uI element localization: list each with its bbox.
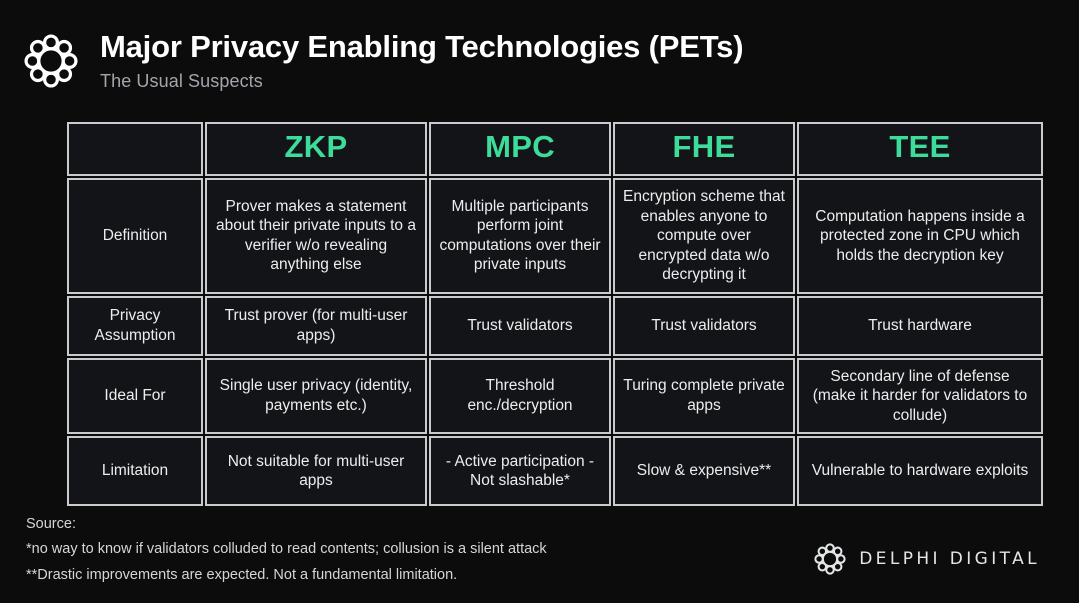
column-header-fhe: FHE — [613, 122, 795, 176]
cell-privacy-zkp: Trust prover (for multi-user apps) — [205, 295, 427, 356]
source-notes: Source: *no way to know if validators co… — [26, 512, 547, 588]
corner-cell — [67, 122, 203, 176]
row-label-privacy-assumption: Privacy Assumption — [67, 295, 203, 356]
cell-ideal-zkp: Single user privacy (identity, payments … — [205, 357, 427, 435]
page-header: Major Privacy Enabling Technologies (PET… — [0, 0, 1079, 110]
row-label-definition: Definition — [67, 178, 203, 294]
page-subtitle: The Usual Suspects — [100, 70, 263, 91]
cell-ideal-tee: Secondary line of defense (make it harde… — [797, 357, 1043, 435]
cell-limitation-mpc: - Active participation - Not slashable* — [429, 436, 611, 507]
footnote-single-asterisk: *no way to know if validators colluded t… — [26, 541, 547, 558]
page-title: Major Privacy Enabling Technologies (PET… — [100, 29, 744, 64]
cell-privacy-tee: Trust hardware — [797, 295, 1043, 356]
column-header-mpc: MPC — [429, 122, 611, 176]
cell-privacy-fhe: Trust validators — [613, 295, 795, 356]
cell-limitation-fhe: Slow & expensive** — [613, 436, 795, 507]
source-label: Source: — [26, 516, 76, 532]
cell-definition-fhe: Encryption scheme that enables anyone to… — [613, 178, 795, 294]
table-row: Ideal For Single user privacy (identity,… — [67, 357, 1043, 435]
table-row: Privacy Assumption Trust prover (for mul… — [67, 295, 1043, 356]
delphi-digital-wordmark: DELPHI DIGITAL — [859, 549, 1040, 570]
row-label-ideal-for: Ideal For — [67, 357, 203, 435]
row-label-limitation: Limitation — [67, 436, 203, 507]
cell-limitation-zkp: Not suitable for multi-user apps — [205, 436, 427, 507]
cell-ideal-mpc: Threshold enc./decryption — [429, 357, 611, 435]
table-header-row: ZKP MPC FHE TEE — [67, 122, 1043, 176]
cell-definition-mpc: Multiple participants perform joint comp… — [429, 178, 611, 294]
delphi-digital-brand: DELPHI DIGITAL — [813, 542, 1040, 576]
cell-definition-tee: Computation happens inside a protected z… — [797, 178, 1043, 294]
delphi-ring-logo-icon — [813, 542, 847, 576]
delphi-ring-logo-icon — [22, 32, 80, 90]
column-header-tee: TEE — [797, 122, 1043, 176]
column-header-zkp: ZKP — [205, 122, 427, 176]
cell-limitation-tee: Vulnerable to hardware exploits — [797, 436, 1043, 507]
table-row: Limitation Not suitable for multi-user a… — [67, 436, 1043, 507]
pets-comparison-table: ZKP MPC FHE TEE Definition Prover makes … — [65, 120, 1043, 508]
page-footer: Source: *no way to know if validators co… — [26, 512, 1056, 588]
cell-privacy-mpc: Trust validators — [429, 295, 611, 356]
footnote-double-asterisk: **Drastic improvements are expected. Not… — [26, 566, 458, 583]
cell-ideal-fhe: Turing complete private apps — [613, 357, 795, 435]
cell-definition-zkp: Prover makes a statement about their pri… — [205, 178, 427, 294]
table-row: Definition Prover makes a statement abou… — [67, 178, 1043, 294]
title-block: Major Privacy Enabling Technologies (PET… — [100, 26, 744, 92]
